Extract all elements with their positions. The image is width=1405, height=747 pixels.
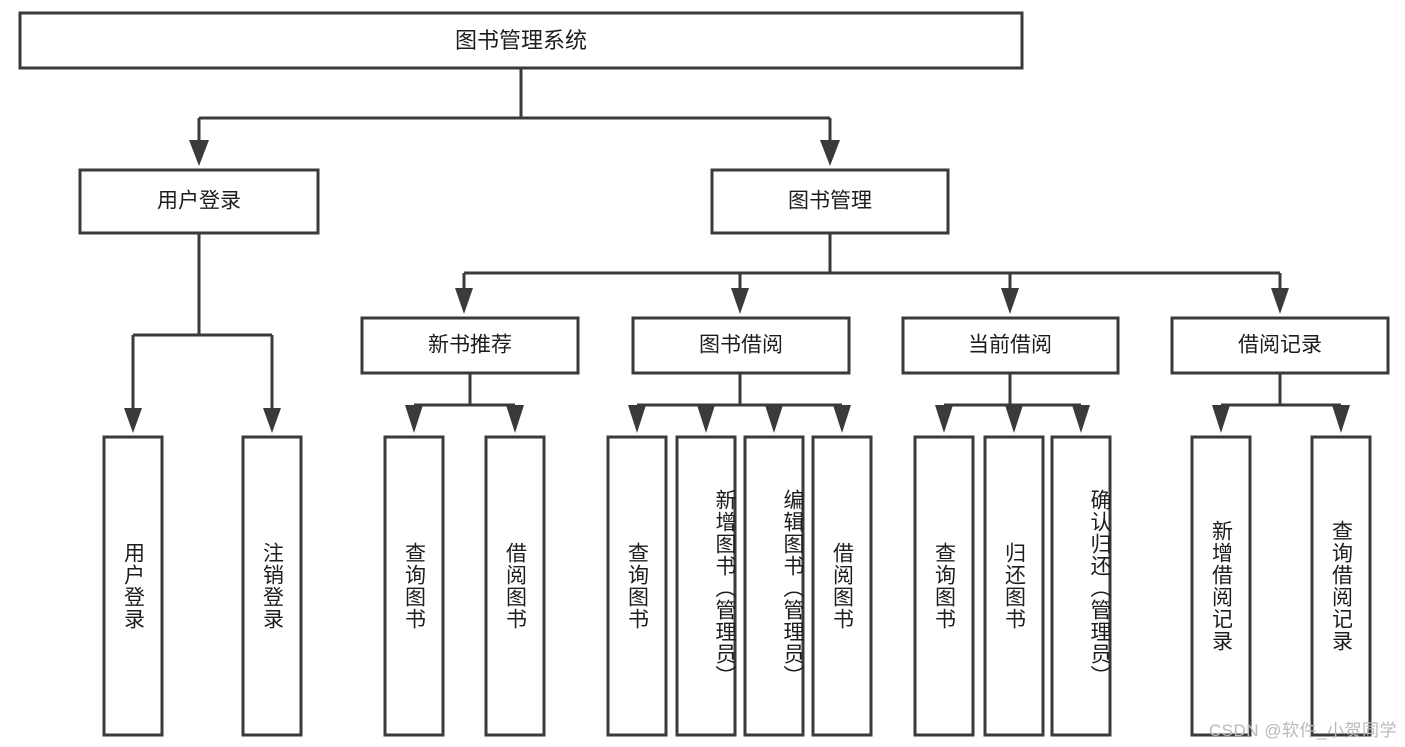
node-new-book-recommend-box[interactable] — [360, 316, 580, 375]
arrow-head-leaf-query-borrow-record — [1332, 405, 1350, 433]
connector-group-user-login — [124, 233, 281, 433]
node-root[interactable]: 图书管理系统 — [18, 11, 1024, 70]
leaf-box-borrow-book[interactable] — [811, 435, 873, 737]
arrow-head-leaf-borrow-book — [833, 405, 851, 433]
arrow-head-leaf-query-book-current — [935, 405, 953, 433]
arrow-head-user-login — [189, 140, 209, 166]
arrow-head-leaf-add-borrow-record — [1212, 405, 1230, 433]
connector-group-book-manage — [455, 233, 1289, 314]
node-book-borrow[interactable]: 图书借阅 — [631, 316, 851, 375]
connector-group-current-borrow — [935, 373, 1090, 433]
arrow-head-leaf-logout — [263, 408, 281, 433]
node-current-borrow-box[interactable] — [901, 316, 1120, 375]
leaf-box-add-borrow-record[interactable] — [1190, 435, 1252, 737]
node-borrow-record-box[interactable] — [1170, 316, 1390, 375]
leaf-box-logout[interactable] — [241, 435, 303, 737]
connector-group-new-book-recommend — [405, 373, 524, 433]
leaf-box-confirm-return[interactable] — [1050, 435, 1112, 737]
node-user-login[interactable]: 用户登录 — [78, 168, 320, 235]
leaf-box-edit-book[interactable] — [743, 435, 805, 737]
leaf-box-query-book-recommend[interactable] — [383, 435, 445, 737]
arrow-head-leaf-edit-book — [765, 405, 783, 433]
connector-group-root — [189, 68, 840, 166]
arrow-head-current-borrow — [1001, 288, 1019, 314]
leaf-box-group — [102, 435, 1372, 737]
node-root-box[interactable] — [18, 11, 1024, 70]
arrow-head-book-borrow — [731, 288, 749, 314]
node-user-login-box[interactable] — [78, 168, 320, 235]
arrow-head-leaf-add-book — [697, 405, 715, 433]
leaf-box-query-book-borrow[interactable] — [606, 435, 668, 737]
connector-group-borrow-record — [1212, 373, 1350, 433]
arrow-head-leaf-return-book — [1005, 405, 1023, 433]
node-book-borrow-label: 图书借阅 — [699, 334, 783, 357]
node-current-borrow[interactable]: 当前借阅 — [901, 316, 1120, 375]
leaf-box-return-book[interactable] — [983, 435, 1045, 737]
node-book-manage[interactable]: 图书管理 — [710, 168, 950, 235]
leaf-box-add-book[interactable] — [675, 435, 737, 737]
node-new-book-recommend[interactable]: 新书推荐 — [360, 316, 580, 375]
node-root-label: 图书管理系统 — [455, 28, 587, 53]
leaf-box-borrow-book-recommend[interactable] — [484, 435, 546, 737]
node-borrow-record[interactable]: 借阅记录 — [1170, 316, 1390, 375]
arrow-head-borrow-record — [1271, 288, 1289, 314]
node-borrow-record-label: 借阅记录 — [1238, 334, 1322, 357]
arrow-head-leaf-query-book-recommend — [405, 405, 423, 433]
arrow-head-book-manage — [820, 140, 840, 166]
node-current-borrow-label: 当前借阅 — [968, 334, 1052, 357]
leaf-box-user-login[interactable] — [102, 435, 164, 737]
arrow-head-leaf-user-login — [124, 408, 142, 433]
watermark-text: CSDN @软件_小贺同学 — [1208, 721, 1397, 740]
arrow-head-leaf-borrow-book-recommend — [506, 405, 524, 433]
node-new-book-recommend-label: 新书推荐 — [428, 334, 512, 357]
node-book-manage-label: 图书管理 — [788, 190, 872, 213]
arrow-head-leaf-query-book-borrow — [628, 405, 646, 433]
leaf-box-query-book-current[interactable] — [913, 435, 975, 737]
arrow-head-new-book-recommend — [455, 288, 473, 314]
node-book-borrow-box[interactable] — [631, 316, 851, 375]
node-user-login-label: 用户登录 — [157, 190, 241, 213]
arrow-head-leaf-confirm-return — [1072, 405, 1090, 433]
node-book-manage-box[interactable] — [710, 168, 950, 235]
leaf-box-query-borrow-record[interactable] — [1310, 435, 1372, 737]
connector-group-book-borrow — [628, 373, 851, 433]
